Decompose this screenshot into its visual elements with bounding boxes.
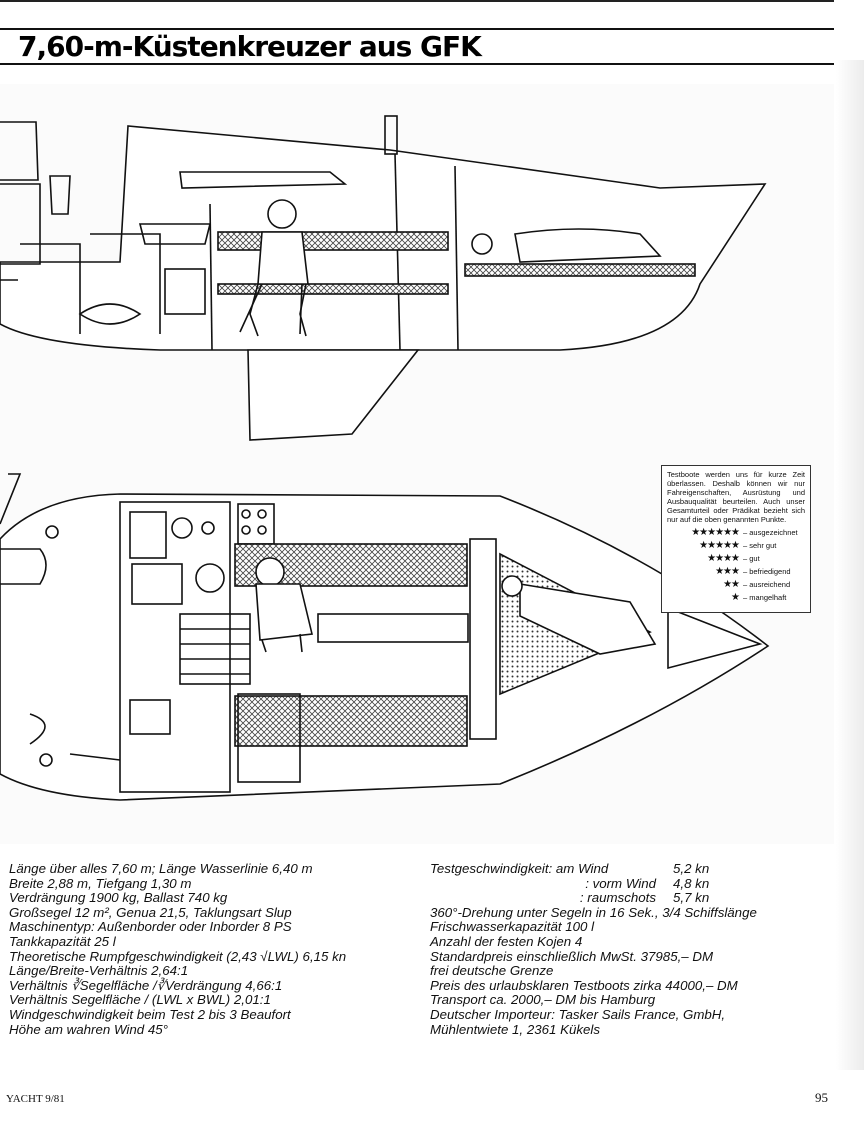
title-rule-bottom — [0, 63, 834, 65]
star-icons: ★★★ — [715, 566, 740, 577]
magazine-issue: YACHT 9/81 — [6, 1093, 65, 1105]
spec-line: frei deutsche Grenze — [430, 963, 554, 979]
speed-value: 4,8 kn — [673, 875, 710, 891]
spec-line: Transport ca. 2000,– DM bis Hamburg — [430, 992, 656, 1008]
spec-line: Großsegel 12 m², Genua 21,5, Taklungsart… — [9, 904, 292, 920]
rating-label: – befriedigend — [743, 567, 791, 576]
spec-line: Verdrängung 1900 kg, Ballast 740 kg — [9, 890, 228, 906]
star-icons: ★★★★★ — [699, 540, 740, 551]
star-icons: ★★★★★★ — [691, 527, 740, 538]
specs-right-column: Testgeschwindigkeit: am Wind 5,2 kn : vo… — [430, 861, 830, 1037]
rating-row: ★ – mangelhaft — [667, 592, 805, 603]
page-title: 7,60-m-Küstenkreuzer aus GFK — [18, 30, 482, 63]
title-rule-top — [0, 28, 834, 30]
rating-legend-box: Testboote werden uns für kurze Zeit über… — [661, 465, 811, 613]
spec-line: Frischwasserkapazität 100 l — [430, 919, 595, 935]
spec-line: Anzahl der festen Kojen 4 — [430, 933, 583, 949]
rating-label: – gut — [743, 554, 760, 563]
speed-label: Testgeschwindigkeit: am Wind — [430, 861, 609, 876]
star-icons: ★ — [731, 592, 740, 603]
rating-row: ★★★★★★ – ausgezeichnet — [667, 527, 805, 538]
speed-row: Testgeschwindigkeit: am Wind 5,2 kn — [430, 861, 830, 877]
rating-row: ★★★ – befriedigend — [667, 566, 805, 577]
boat-drawing-area: Testboote werden uns für kurze Zeit über… — [0, 84, 834, 844]
spec-line: Verhältnis ∛Segelfläche /∛Verdrängung 4,… — [9, 977, 283, 993]
spec-line: Tankkapazität 25 l — [9, 933, 116, 949]
spec-line: Deutscher Importeur: Tasker Sails France… — [430, 1006, 726, 1022]
side-elevation — [0, 115, 767, 441]
rating-row: ★★★★★ – sehr gut — [667, 540, 805, 551]
speed-row: : raumschots 5,7 kn — [430, 891, 830, 906]
rating-label: – ausreichend — [743, 580, 791, 589]
page-number: 95 — [815, 1090, 828, 1105]
rating-row: ★★★★ – gut — [667, 553, 805, 564]
spec-line: 360°-Drehung unter Segeln in 16 Sek., 3/… — [430, 904, 757, 920]
rating-label: – sehr gut — [743, 541, 777, 550]
spec-line: Maschinentyp: Außenborder oder Inborder … — [9, 919, 292, 935]
specs-left-column: Länge über alles 7,60 m; Länge Wasserlin… — [9, 861, 419, 1037]
speed-label: : vorm Wind — [585, 875, 656, 891]
spec-line: Theoretische Rumpfgeschwindigkeit (2,43 … — [9, 948, 347, 964]
top-rule — [0, 0, 834, 2]
spec-line: Höhe am wahren Wind 45° — [9, 1021, 168, 1037]
star-icons: ★★ — [723, 579, 740, 590]
speed-value: 5,2 kn — [673, 861, 710, 876]
spec-line: Länge über alles 7,60 m; Länge Wasserlin… — [9, 861, 313, 876]
spec-line: Mühlentwiete 1, 2361 Kükels — [430, 1021, 601, 1037]
rating-row: ★★ – ausreichend — [667, 579, 805, 590]
plan-view — [0, 473, 770, 801]
spec-line: Standardpreis einschließlich MwSt. 37985… — [430, 948, 714, 964]
star-icons: ★★★★ — [707, 553, 740, 564]
page-edge-shadow — [836, 60, 864, 1070]
rating-label: – ausgezeichnet — [743, 528, 798, 537]
speed-row: : vorm Wind 4,8 kn — [430, 875, 830, 892]
spec-line: Preis des urlaubsklaren Testboots zirka … — [430, 977, 738, 993]
boat-illustration — [0, 115, 770, 801]
spec-line: Verhältnis Segelfläche / (LWL x BWL) 2,0… — [9, 992, 271, 1008]
spec-line: Windgeschwindigkeit beim Test 2 bis 3 Be… — [9, 1006, 291, 1022]
rating-note: Testboote werden uns für kurze Zeit über… — [667, 470, 805, 524]
speed-label: : raumschots — [579, 890, 656, 906]
speed-value: 5,7 kn — [673, 890, 710, 906]
rating-label: – mangelhaft — [743, 593, 787, 602]
spec-line: Länge/Breite-Verhältnis 2,64:1 — [9, 963, 189, 979]
spec-line: Breite 2,88 m, Tiefgang 1,30 m — [9, 875, 192, 891]
